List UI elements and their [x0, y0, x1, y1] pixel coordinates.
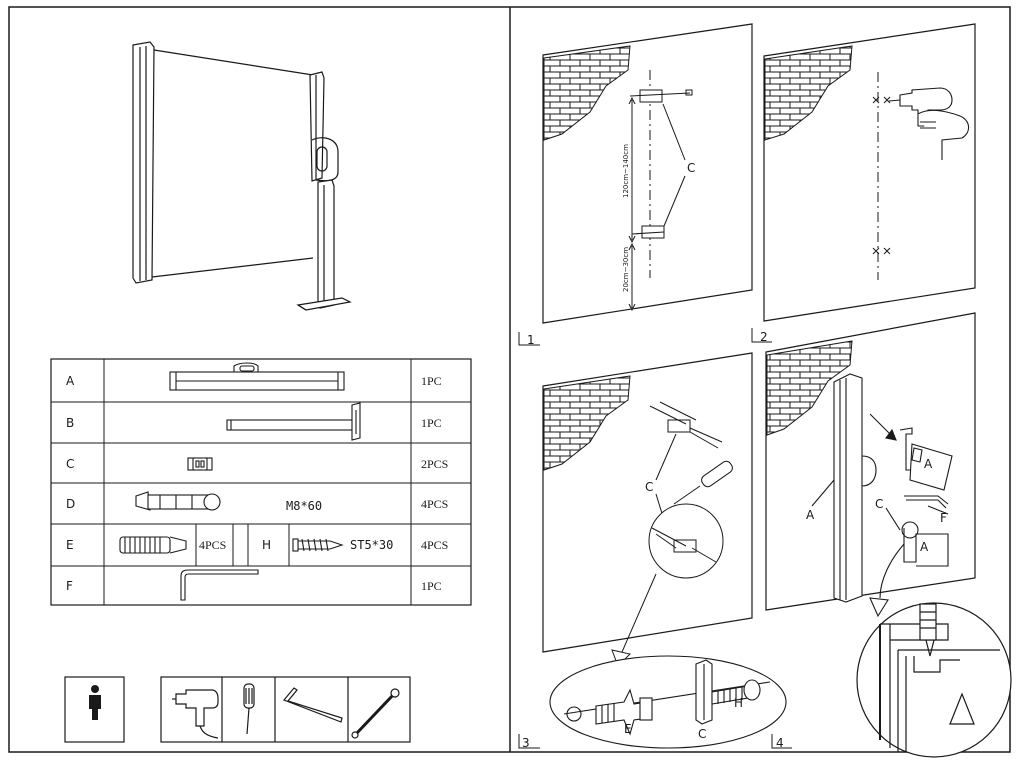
wrench-icon [351, 688, 400, 739]
step-1-panel: C 120cm~140cm 20cm~30cm 1 [518, 23, 753, 347]
step-4-label-f: F [940, 511, 947, 525]
hex-key-icon [283, 687, 343, 723]
part-c-qty: 2PCS [421, 457, 448, 471]
step-4-panel: A C F A A 4 [765, 312, 1012, 758]
part-e-qty: 4PCS [199, 538, 226, 552]
step-2-number: 2 [760, 330, 768, 344]
part-h-spec: ST5*30 [350, 538, 393, 552]
tools-row [64, 676, 411, 743]
step-3-detail-c: C [698, 727, 706, 741]
part-b-post-drawing [226, 402, 361, 441]
step-3-callout-c: C [645, 480, 653, 494]
person-icon-box [64, 676, 125, 743]
parts-table: A B C D E F 1PC 1PC 2PCS 4PCS 4PCS H ST5… [50, 358, 472, 606]
part-c-bracket-drawing [187, 457, 213, 471]
drill-icon [172, 689, 219, 739]
part-h-screw-drawing [292, 538, 344, 552]
part-e-letter: E [66, 538, 74, 552]
step-1-callout-c: C [687, 161, 695, 175]
step-4-box-a-upper: A [924, 457, 933, 471]
step-1-number: 1 [527, 333, 535, 347]
part-d-anchor-drawing [135, 491, 221, 511]
part-d-letter: D [66, 497, 75, 511]
part-d-qty: 4PCS [421, 497, 448, 511]
step-3-number: 3 [522, 736, 530, 750]
part-b-letter: B [66, 416, 74, 430]
part-a-letter: A [66, 374, 75, 388]
step-4-number: 4 [776, 736, 784, 750]
part-h-qty: 4PCS [421, 538, 448, 552]
part-b-qty: 1PC [421, 416, 442, 430]
part-d-spec: M8*60 [286, 499, 322, 513]
person-icon [89, 685, 101, 720]
step-4-detail [856, 602, 1012, 758]
part-h-letter: H [262, 538, 271, 552]
step-1-dim-lower: 20cm~30cm [622, 247, 630, 292]
part-f-letter: F [66, 579, 73, 593]
step-3-detail-e: E [624, 722, 632, 736]
part-e-plug-drawing [119, 536, 187, 554]
part-f-qty: 1PC [421, 579, 442, 593]
screwdriver-icon [243, 683, 255, 735]
step-3-panel: C E C H 3 [518, 352, 787, 750]
step-4-box-a-lower: A [920, 540, 929, 554]
part-a-qty: 1PC [421, 374, 442, 388]
product-illustration [132, 41, 352, 311]
part-c-letter: C [66, 457, 74, 471]
drill-in-hand-icon [888, 87, 970, 160]
part-f-hexkey-drawing [180, 569, 259, 601]
step-4-label-c: C [875, 497, 883, 511]
step-2-panel: 2 [751, 23, 976, 344]
step-1-dim-upper: 120cm~140cm [622, 144, 630, 198]
part-a-cassette-drawing [169, 362, 345, 391]
step-3-detail-h: H [734, 696, 743, 710]
step-4-label-a: A [806, 508, 815, 522]
step-3-detail [549, 655, 787, 749]
